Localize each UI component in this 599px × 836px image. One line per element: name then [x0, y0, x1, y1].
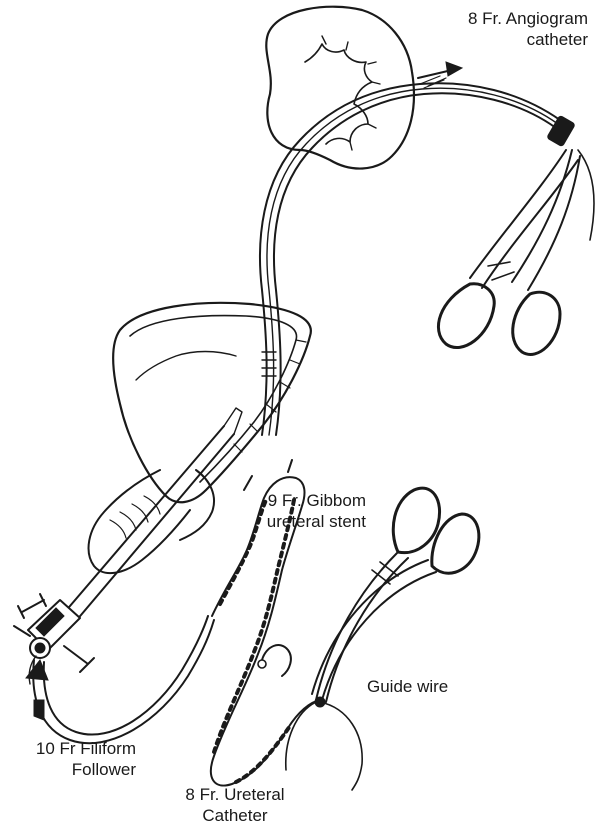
forceps-lower [286, 488, 479, 790]
label-gibbon-line2: ureteral stent [226, 511, 366, 532]
label-angiogram-line2: catheter [398, 29, 588, 50]
angiogram-catheter [260, 83, 575, 435]
label-guide-wire: Guide wire [367, 676, 448, 697]
label-ureteral-line1: 8 Fr. Ureteral [160, 784, 310, 805]
cystoscope [14, 408, 242, 672]
label-gibbon-stent: 9 Fr. Gibbom ureteral stent [226, 490, 366, 532]
label-gibbon-line1: 9 Fr. Gibbom [226, 490, 366, 511]
label-angiogram-catheter: 8 Fr. Angiogram catheter [398, 8, 588, 50]
label-ureteral-catheter: 8 Fr. Ureteral Catheter [160, 784, 310, 826]
label-filiform-line1: 10 Fr Filiform [4, 738, 136, 759]
bladder [113, 303, 311, 502]
label-angiogram-line1: 8 Fr. Angiogram [398, 8, 588, 29]
label-filiform-follower: 10 Fr Filiform Follower [4, 738, 136, 780]
label-ureteral-line2: Catheter [160, 805, 310, 826]
label-filiform-line2: Follower [4, 759, 136, 780]
forceps-upper [438, 150, 594, 354]
